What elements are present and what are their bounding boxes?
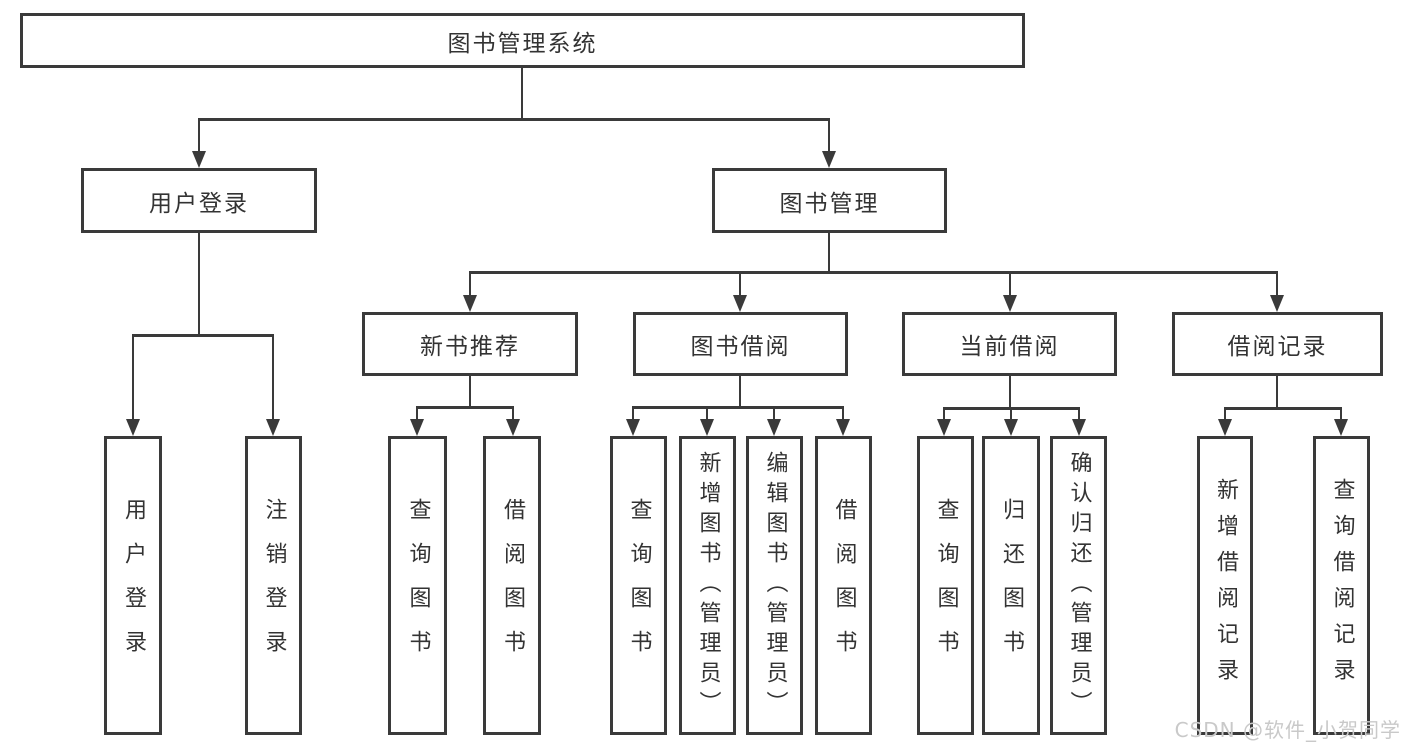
arrow-down-icon [626,419,640,436]
node-leaf-current-query-book: 查询图书 [917,436,974,735]
node-current-borrow: 当前借阅 [902,312,1117,376]
connector-line [1339,407,1343,424]
arrow-down-icon [700,419,714,436]
node-book-borrow: 图书借阅 [633,312,848,376]
node-leaf-user-login: 用户登录 [104,436,162,735]
connector-line [827,233,831,274]
connector-line [197,118,831,121]
arrow-down-icon [767,419,781,436]
node-leaf-records-add: 新增借阅记录 [1197,436,1253,735]
arrow-down-icon [836,419,850,436]
node-leaf-current-return-book: 归还图书 [982,436,1040,735]
connector-line [1008,376,1012,410]
connector-line [415,406,515,409]
csdn-watermark: CSDN @软件_小贺同学 [1174,718,1401,742]
node-label-borrow-records: 借阅记录 [1227,334,1328,360]
arrow-down-icon [1072,419,1086,436]
node-label-leaf-borrow-edit-book: 编辑图书（管理员） [762,450,788,721]
connector-line [841,406,845,424]
connector-line [942,407,946,424]
node-label-book-borrow: 图书借阅 [690,334,791,360]
arrow-down-icon [126,419,140,436]
connector-line [520,68,524,121]
node-label-root: 图书管理系统 [447,30,598,57]
node-borrow-records: 借阅记录 [1172,312,1383,376]
node-label-leaf-borrow-query-book: 查询图书 [626,497,652,674]
arrow-down-icon [410,419,424,436]
node-book-management: 图书管理 [712,168,947,233]
node-user-login: 用户登录 [81,168,317,233]
connector-line [1223,407,1343,410]
connector-line [131,334,275,337]
connector-line [511,406,515,424]
arrow-down-icon [1003,295,1017,312]
node-new-book-recommend: 新书推荐 [362,312,578,376]
node-label-leaf-recommend-borrow-book: 借阅图书 [500,497,525,674]
arrow-down-icon [266,419,280,436]
connector-line [1275,271,1279,300]
node-leaf-current-confirm-return: 确认归还（管理员） [1050,436,1107,735]
node-leaf-logout: 注销登录 [245,436,302,735]
node-label-leaf-borrow-borrow-book: 借阅图书 [831,497,857,674]
arrow-down-icon [937,419,951,436]
connector-line [705,406,709,424]
connector-line [738,376,742,409]
connector-line [468,271,472,300]
connector-line [271,334,275,424]
node-label-book-management: 图书管理 [779,190,880,217]
connector-line [468,271,1279,274]
connector-line [738,271,742,300]
arrow-down-icon [1334,419,1348,436]
node-label-leaf-records-query: 查询借阅记录 [1329,477,1355,694]
connector-line [468,376,472,409]
arrow-down-icon [1004,419,1018,436]
connector-line [1223,407,1227,424]
node-label-current-borrow: 当前借阅 [959,334,1060,360]
node-leaf-records-query: 查询借阅记录 [1313,436,1370,735]
connector-line [1275,376,1279,410]
arrow-down-icon [1270,295,1284,312]
connector-line [415,406,419,424]
arrow-down-icon [506,419,520,436]
node-label-new-book-recommend: 新书推荐 [420,334,520,360]
node-leaf-borrow-query-book: 查询图书 [610,436,667,735]
node-leaf-borrow-edit-book: 编辑图书（管理员） [746,436,803,735]
connector-line [1008,271,1012,300]
node-label-user-login: 用户登录 [149,190,249,217]
connector-line [1009,407,1013,424]
connector-line [631,406,635,424]
node-label-leaf-logout: 注销登录 [261,497,287,674]
connector-line [772,406,776,424]
node-label-leaf-current-confirm-return: 确认归还（管理员） [1066,450,1092,721]
node-label-leaf-borrow-add-book: 新增图书（管理员） [695,450,721,721]
connector-line [1077,407,1081,424]
node-label-leaf-user-login: 用户登录 [121,497,146,674]
connector-line [197,233,201,337]
arrow-down-icon [822,151,836,168]
arrow-down-icon [192,151,206,168]
connector-line [197,118,201,156]
connector-line [631,406,845,409]
node-leaf-recommend-query-book: 查询图书 [388,436,447,735]
arrow-down-icon [463,295,477,312]
connector-line [131,334,135,424]
arrow-down-icon [1218,419,1232,436]
node-leaf-recommend-borrow-book: 借阅图书 [483,436,541,735]
node-root: 图书管理系统 [20,13,1025,68]
node-label-leaf-recommend-query-book: 查询图书 [405,497,431,674]
node-leaf-borrow-borrow-book: 借阅图书 [815,436,872,735]
node-label-leaf-records-add: 新增借阅记录 [1213,477,1238,694]
node-leaf-borrow-add-book: 新增图书（管理员） [679,436,736,735]
node-label-leaf-current-query-book: 查询图书 [933,497,959,674]
connector-line [827,118,831,156]
node-label-leaf-current-return-book: 归还图书 [999,497,1024,674]
arrow-down-icon [733,295,747,312]
